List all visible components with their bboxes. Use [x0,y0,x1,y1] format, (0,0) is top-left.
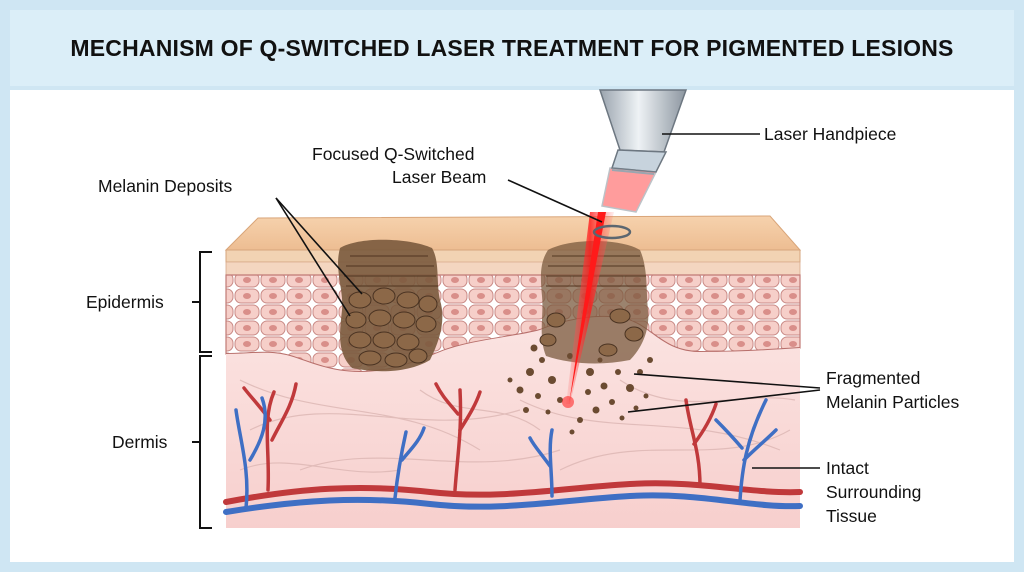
laser-handpiece [598,89,688,213]
label-epidermis: Epidermis [86,292,164,312]
diagram-title: MECHANISM OF Q-SWITCHED LASER TREATMENT … [70,34,954,61]
blood-vessels [223,382,803,515]
label-fragmented-line1: Fragmented [826,368,920,388]
label-intact-line1: Intact [826,458,869,478]
label-melanin-deposits: Melanin Deposits [98,176,232,196]
melanin-deposit-left [338,239,443,372]
artery-horizontal [223,480,803,505]
layer-brackets [192,251,212,529]
label-fragmented-line2: Melanin Particles [826,392,959,412]
label-dermis: Dermis [112,432,168,452]
skin-surface [224,215,802,251]
label-intact-line2: Surrounding [826,482,921,502]
label-laser-handpiece: Laser Handpiece [764,124,896,144]
title-bar: MECHANISM OF Q-SWITCHED LASER TREATMENT … [10,10,1014,86]
leader-lines [275,133,821,469]
label-beam-line1: Focused Q-Switched [312,144,474,164]
fragmented-melanin-particles [507,344,653,435]
dermis-layer [226,316,800,528]
label-intact-line3: Tissue [826,506,877,526]
epidermis-bracket [199,251,212,353]
vein-horizontal [223,492,803,515]
laser-beam [562,212,632,408]
dermis-bracket [199,355,212,529]
label-beam-line2: Laser Beam [392,167,486,187]
